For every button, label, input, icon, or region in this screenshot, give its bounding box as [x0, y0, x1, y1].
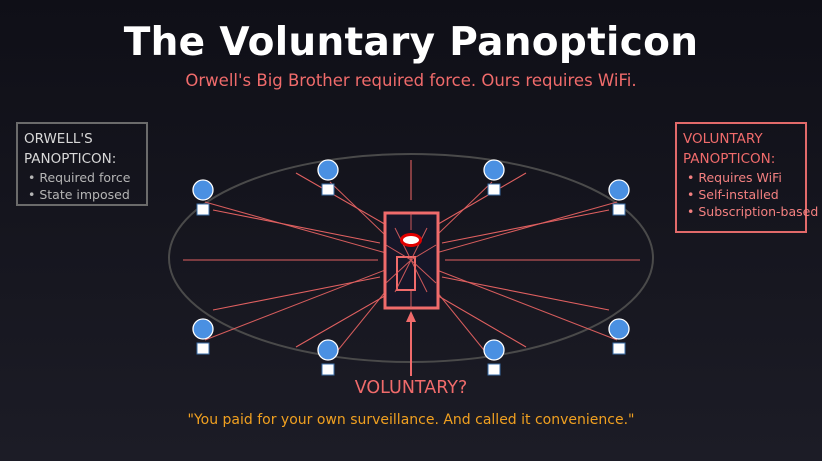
device-icon	[321, 183, 335, 196]
arrow-up-icon	[406, 311, 416, 376]
eye-icon	[400, 233, 422, 247]
sight-lines	[183, 160, 640, 356]
person-head-icon	[317, 159, 339, 181]
device-icon	[196, 342, 210, 355]
person-head-icon	[317, 339, 339, 361]
legend-voluntary-item: • Subscription-based	[687, 204, 819, 219]
page-title: The Voluntary Panopticon	[123, 20, 699, 65]
person-head-icon	[483, 339, 505, 361]
person-head-icon	[608, 318, 630, 340]
person-node	[192, 179, 214, 216]
voluntary-label: VOLUNTARY?	[354, 378, 468, 398]
person-head-icon	[192, 318, 214, 340]
person-head-icon	[192, 179, 214, 201]
device-icon	[612, 342, 626, 355]
device-icon	[612, 203, 626, 216]
legend-orwell-item: • State imposed	[28, 187, 130, 202]
person-node	[608, 179, 630, 216]
legend-voluntary-title-1: VOLUNTARY	[683, 131, 763, 147]
legend-voluntary-item: • Requires WiFi	[687, 170, 782, 185]
person-node	[317, 339, 339, 376]
legend-orwell: ORWELL'S PANOPTICON: • Required force • …	[16, 122, 148, 206]
legend-voluntary-title-2: PANOPTICON:	[683, 151, 776, 167]
person-head-icon	[608, 179, 630, 201]
legend-orwell-title-1: ORWELL'S	[24, 131, 93, 147]
device-icon	[321, 363, 335, 376]
device-icon	[487, 363, 501, 376]
person-node	[192, 318, 214, 355]
person-node	[483, 159, 505, 196]
legend-orwell-title-2: PANOPTICON:	[24, 151, 117, 167]
person-head-icon	[483, 159, 505, 181]
page-subtitle: Orwell's Big Brother required force. Our…	[185, 71, 637, 90]
legend-voluntary-item: • Self-installed	[687, 187, 779, 202]
device-icon	[196, 203, 210, 216]
legend-voluntary: VOLUNTARY PANOPTICON: • Requires WiFi • …	[675, 122, 819, 233]
people	[192, 159, 630, 376]
legend-orwell-item: • Required force	[28, 170, 131, 185]
person-node	[608, 318, 630, 355]
closing-quote: "You paid for your own surveillance. And…	[187, 412, 635, 428]
person-node	[317, 159, 339, 196]
person-node	[483, 339, 505, 376]
device-icon	[487, 183, 501, 196]
